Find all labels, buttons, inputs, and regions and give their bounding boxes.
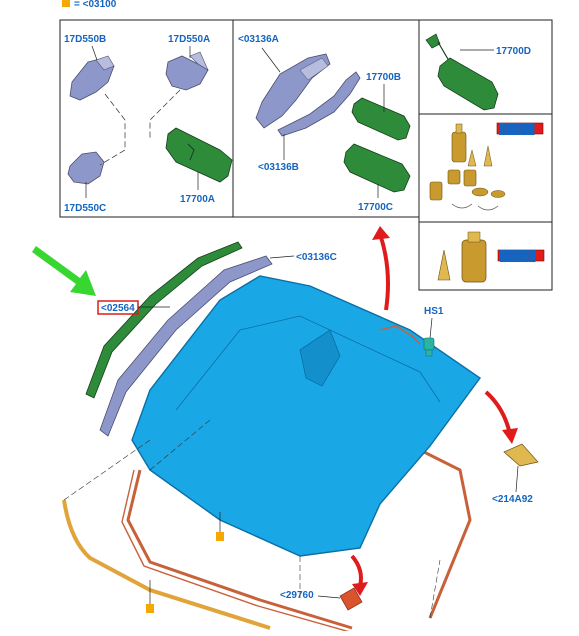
label-03136a: <03136A — [238, 34, 279, 45]
leader-03136c — [269, 255, 295, 259]
dash-construction-lines — [63, 419, 441, 619]
header-swatch — [62, 0, 70, 7]
kit2-label-box — [497, 249, 545, 262]
red-arrow-up — [378, 233, 390, 311]
kit1-label: █████ — [499, 122, 535, 136]
upper-cover-strip — [99, 255, 273, 437]
label-29760: <29760 — [280, 590, 314, 601]
seal-label-box — [97, 300, 139, 315]
label-214a92: <214A92 — [492, 494, 533, 505]
kit2-label: █████ — [500, 249, 536, 263]
leader-03136a — [261, 47, 281, 73]
windshield-mirror-pad — [299, 329, 341, 387]
mirror-17700c-part — [343, 143, 411, 193]
label-hs1: HS1 — [424, 306, 444, 317]
red-arrow-down-head — [352, 582, 368, 596]
label-17700a-p1: 17700A — [180, 194, 215, 205]
green-pointer-arrow — [32, 246, 96, 296]
red-arrow-up-head — [372, 226, 390, 240]
leader-29760 — [317, 595, 341, 599]
mirror-17700d-part — [425, 33, 499, 111]
label-17700c: 17700C — [358, 202, 393, 213]
windshield-inner-line — [175, 315, 441, 411]
mirror-cover-a-part — [165, 51, 209, 91]
mirror-17700b-part — [351, 97, 411, 141]
red-arrow-right-head — [502, 428, 518, 444]
red-arrow-down — [350, 554, 363, 587]
sensor-wire — [379, 325, 421, 345]
kit2-parts — [437, 231, 487, 283]
label-17700b: 17700B — [366, 72, 401, 83]
lower-molding — [126, 448, 472, 630]
lower-molding-inner — [121, 469, 351, 633]
windshield-glass — [131, 275, 481, 557]
bracket-cover-large-part — [255, 53, 331, 129]
marker-square-2 — [146, 604, 154, 613]
label-03136b: <03136B — [258, 162, 299, 173]
kit1-parts — [429, 123, 506, 211]
panel1-dash-lines — [99, 89, 181, 166]
red-arrow-right — [484, 390, 512, 435]
mirror-cover-b-part — [69, 55, 115, 101]
bracket-cover-strip-part — [277, 71, 361, 137]
label-17700d: 17700D — [496, 46, 531, 57]
kit1-label-box — [496, 122, 544, 135]
label-02564: <02564 — [101, 303, 135, 314]
marker-square-1 — [216, 532, 224, 541]
label-17d550b: 17D550B — [64, 34, 106, 45]
leader-hs1 — [429, 317, 433, 339]
header-ref: = <03100 — [74, 0, 117, 10]
mirror-17700a-part — [165, 127, 233, 183]
corner-part-214a92 — [503, 443, 539, 467]
label-03136c: <03136C — [296, 252, 337, 263]
lower-seal — [62, 499, 271, 630]
mirror-cover-c-part — [67, 151, 105, 185]
leader-214a92 — [515, 465, 519, 493]
label-17d550a: 17D550A — [168, 34, 210, 45]
panel-mirror-covers — [59, 19, 234, 218]
upper-seal — [85, 241, 243, 399]
clip-29760 — [339, 587, 363, 611]
label-17d550c: 17D550C — [64, 203, 106, 214]
sensor-hs1-part — [423, 337, 435, 357]
leader-17d550b — [91, 45, 98, 61]
